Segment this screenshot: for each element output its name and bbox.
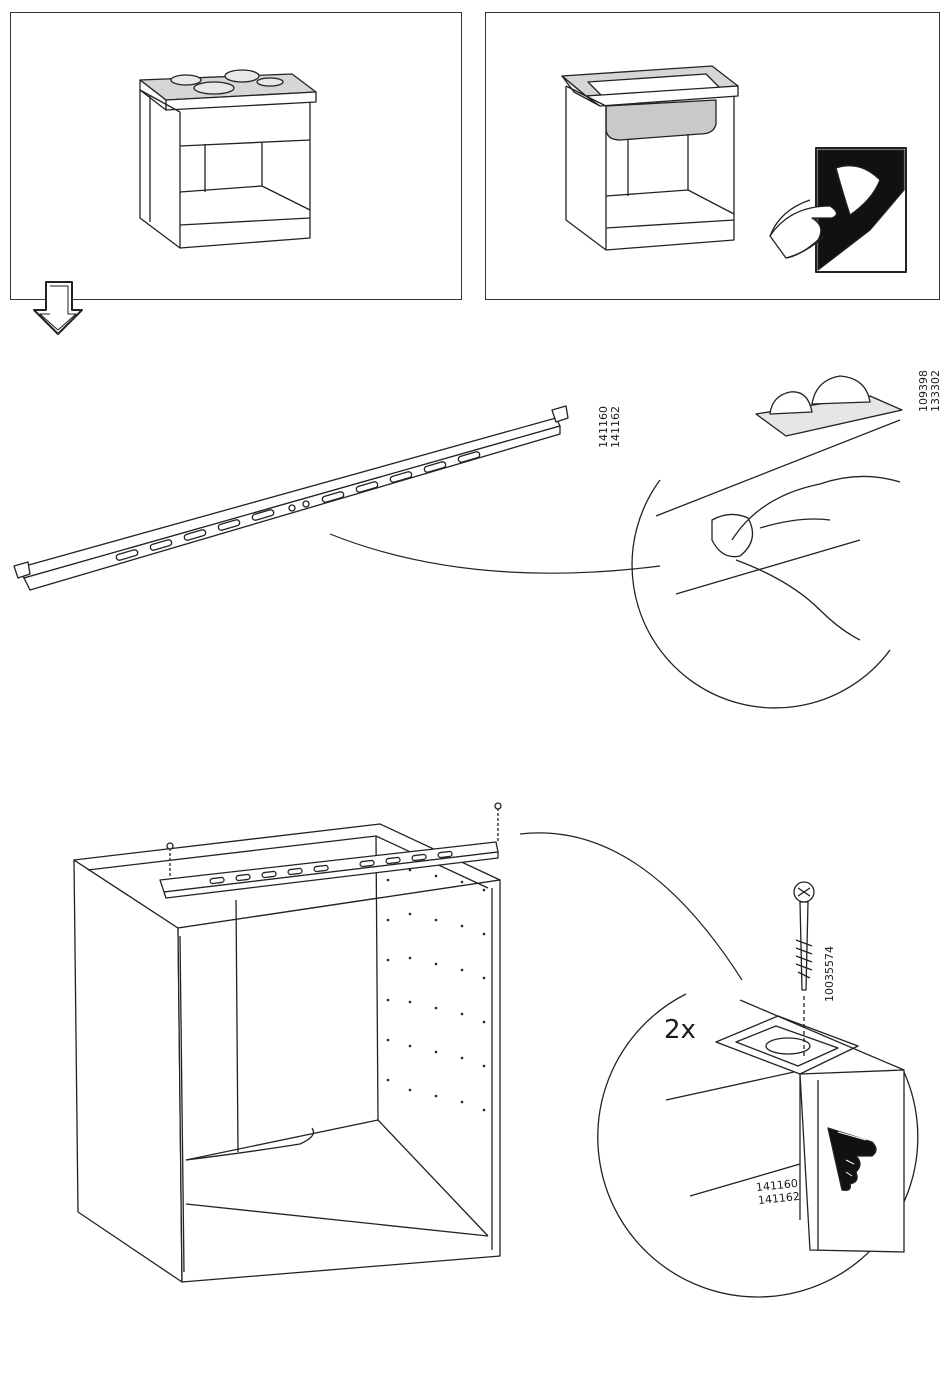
rail-part-codes: 141160 141162 [586,406,612,455]
sink-cabinet-icon [562,66,738,250]
mounting-rail-icon [14,406,568,590]
screw-part-code: 10035574 [824,946,836,1002]
bumper-magnifier [632,376,902,708]
bumper-part-codes: 109398 133302 [906,370,932,419]
peel-sticker-icon [770,148,906,272]
rail-code-2: 141162 [609,406,622,448]
next-step-arrow-icon [34,282,82,334]
bumper-code-2: 133302 [929,370,942,412]
quantity-label: 2x [664,1016,696,1044]
cooktop-cabinet-icon [140,70,316,248]
